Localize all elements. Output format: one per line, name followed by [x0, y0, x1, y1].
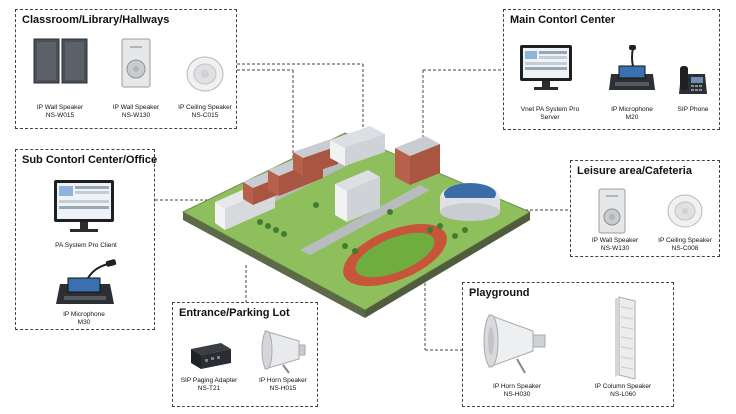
wall-speaker-w130	[118, 37, 154, 89]
caption-main-2: IP Microphone M20	[611, 106, 653, 121]
wall-speaker-w015	[32, 37, 90, 85]
wall-speaker-icon	[121, 38, 151, 88]
panel-leisure: Leisure area/Cafeteria IP Wall Speaker N…	[570, 160, 720, 257]
caption-sub-1: PA System Pro Client	[55, 242, 117, 249]
building-gym	[440, 183, 500, 221]
monitor-icon	[54, 180, 114, 232]
football-field	[355, 232, 435, 278]
microphone-icon	[609, 45, 655, 90]
building-admin	[330, 126, 385, 166]
building-library	[293, 140, 338, 176]
caption-classroom-1: IP Wall Speaker NS-W015	[36, 104, 84, 119]
ceiling-speaker-icon	[186, 56, 224, 92]
caption-classroom-2: IP Wall Speaker NS-W130	[112, 104, 160, 119]
caption-leisure-1: IP Wall Speaker NS-W130	[591, 237, 639, 252]
sip-phone	[678, 62, 708, 96]
wall-speaker-icon	[598, 188, 626, 234]
sip-paging-adapter	[187, 339, 233, 371]
panel-title-leisure: Leisure area/Cafeteria	[577, 165, 692, 177]
caption-entrance-2: IP Horn Speaker NS-H015	[259, 377, 307, 392]
panel-title-main-control: Main Contorl Center	[510, 14, 616, 26]
monitor-icon	[520, 45, 572, 90]
building-classroom	[268, 152, 323, 196]
column-speaker-icon	[615, 296, 636, 380]
wall-speaker-w130-leisure	[595, 187, 629, 235]
panel-sub-control: Sub Contorl Center/Office PA System Pro …	[15, 149, 158, 330]
phone-icon	[679, 66, 707, 94]
building-dorm-2	[243, 166, 292, 205]
panel-title-sub-control: Sub Contorl Center/Office	[22, 154, 158, 166]
building-dorm-1	[215, 180, 275, 230]
ip-microphone-m20	[607, 44, 657, 96]
caption-entrance-1: SIP Paging Adapter NS-T21	[180, 377, 238, 392]
panel-entrance: Entrance/Parking Lot SIP Paging Adapter …	[172, 302, 318, 407]
panel-title-playground: Playground	[469, 287, 530, 299]
paging-adapter-icon	[191, 343, 231, 369]
ip-microphone-m30	[56, 258, 118, 308]
panel-title-entrance: Entrance/Parking Lot	[179, 307, 290, 319]
caption-playground-2: IP Column Speaker NS-L060	[594, 383, 652, 398]
horn-speaker-icon	[261, 330, 306, 374]
caption-main-1: Vnet PA System Pro Server	[520, 106, 580, 121]
caption-main-3: SIP Phone	[677, 106, 709, 113]
horn-speaker-icon	[483, 314, 546, 374]
ceiling-speaker-c015	[184, 52, 226, 94]
caption-classroom-3: IP Ceiling Speaker NS-C015	[178, 104, 232, 119]
panel-title-classroom: Classroom/Library/Hallways	[22, 14, 170, 26]
client-monitor	[52, 178, 116, 236]
ceiling-speaker-icon	[667, 194, 703, 228]
running-track	[343, 223, 447, 287]
server-monitor	[518, 43, 574, 93]
panel-main-control: Main Contorl Center Vnet PA System Pro S…	[503, 9, 720, 130]
caption-leisure-2: IP Ceiling Speaker NS-C008	[658, 237, 712, 252]
panel-playground: Playground IP Horn Speaker NS-H030 IP Co…	[462, 282, 674, 407]
wall-speaker-icon	[33, 38, 88, 84]
microphone-icon	[56, 259, 117, 304]
ceiling-speaker-c008	[665, 193, 705, 229]
building-red-tower	[395, 136, 440, 185]
caption-sub-2: IP Microphone M30	[63, 311, 105, 326]
panel-classroom: Classroom/Library/Hallways IP Wall Speak…	[15, 9, 237, 129]
horn-speaker-h030	[481, 309, 553, 377]
building-main	[335, 170, 380, 222]
column-speaker-l060	[613, 295, 641, 381]
caption-playground-1: IP Horn Speaker NS-H030	[493, 383, 541, 398]
horn-speaker-h015	[259, 325, 307, 375]
